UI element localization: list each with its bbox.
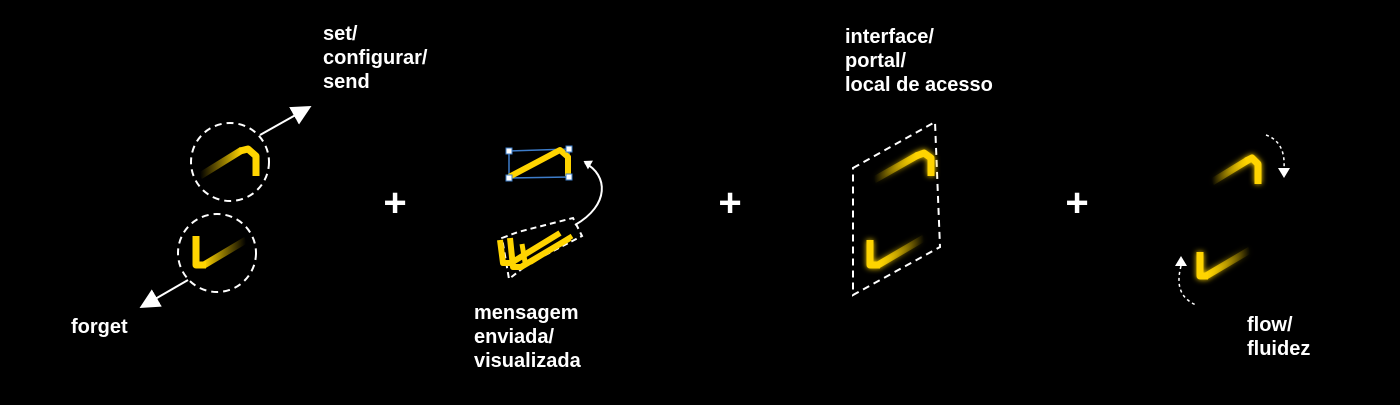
flow-arrow-down bbox=[1265, 134, 1285, 169]
dashed-circle-bottom bbox=[177, 213, 257, 293]
label-set-line-1: set/ bbox=[323, 23, 358, 45]
label-mensagem-line-3: visualizada bbox=[474, 350, 581, 372]
stacked-bracket-icon bbox=[497, 216, 584, 281]
lower-bracket-icon bbox=[192, 236, 248, 269]
label-mensagem: mensagem enviada/ visualizada bbox=[474, 301, 581, 373]
selected-bracket-icon bbox=[505, 145, 573, 182]
arrow-to-forget bbox=[139, 279, 189, 309]
plus-operator-1: + bbox=[383, 181, 407, 225]
group-set-forget bbox=[139, 106, 312, 309]
curved-arrow bbox=[574, 162, 603, 226]
label-forget-line-1: forget bbox=[71, 316, 128, 338]
portal-upper-bracket-icon bbox=[872, 149, 935, 184]
flow-lower-bracket-icon bbox=[1196, 246, 1252, 280]
upper-bracket-icon bbox=[198, 145, 260, 179]
label-mensagem-line-1: mensagem bbox=[474, 302, 579, 324]
label-interface: interface/ portal/ local de acesso bbox=[845, 25, 993, 97]
portal-lower-bracket-icon bbox=[866, 234, 926, 269]
label-forget: forget bbox=[71, 315, 128, 339]
flow-upper-bracket-icon bbox=[1210, 154, 1262, 185]
label-set-line-2: configurar/ bbox=[323, 47, 428, 69]
group-flow bbox=[1175, 134, 1290, 306]
label-set-line-3: send bbox=[323, 71, 370, 93]
plus-operator-3: + bbox=[1065, 181, 1089, 225]
label-interface-line-2: portal/ bbox=[845, 50, 907, 72]
label-interface-line-3: local de acesso bbox=[845, 74, 993, 96]
label-interface-line-1: interface/ bbox=[845, 26, 934, 48]
label-set: set/ configurar/ send bbox=[323, 22, 427, 94]
label-flow-line-1: flow/ bbox=[1247, 314, 1293, 336]
flow-arrow-up bbox=[1178, 265, 1197, 306]
dashed-portal bbox=[852, 120, 942, 297]
label-mensagem-line-2: enviada/ bbox=[474, 326, 555, 348]
group-mensagem bbox=[497, 145, 603, 281]
group-interface bbox=[852, 120, 942, 297]
dashed-circle-top bbox=[190, 122, 270, 202]
arrow-to-set bbox=[259, 106, 312, 136]
label-flow: flow/ fluidez bbox=[1247, 313, 1310, 361]
plus-operator-2: + bbox=[718, 181, 742, 225]
label-flow-line-2: fluidez bbox=[1247, 338, 1311, 360]
